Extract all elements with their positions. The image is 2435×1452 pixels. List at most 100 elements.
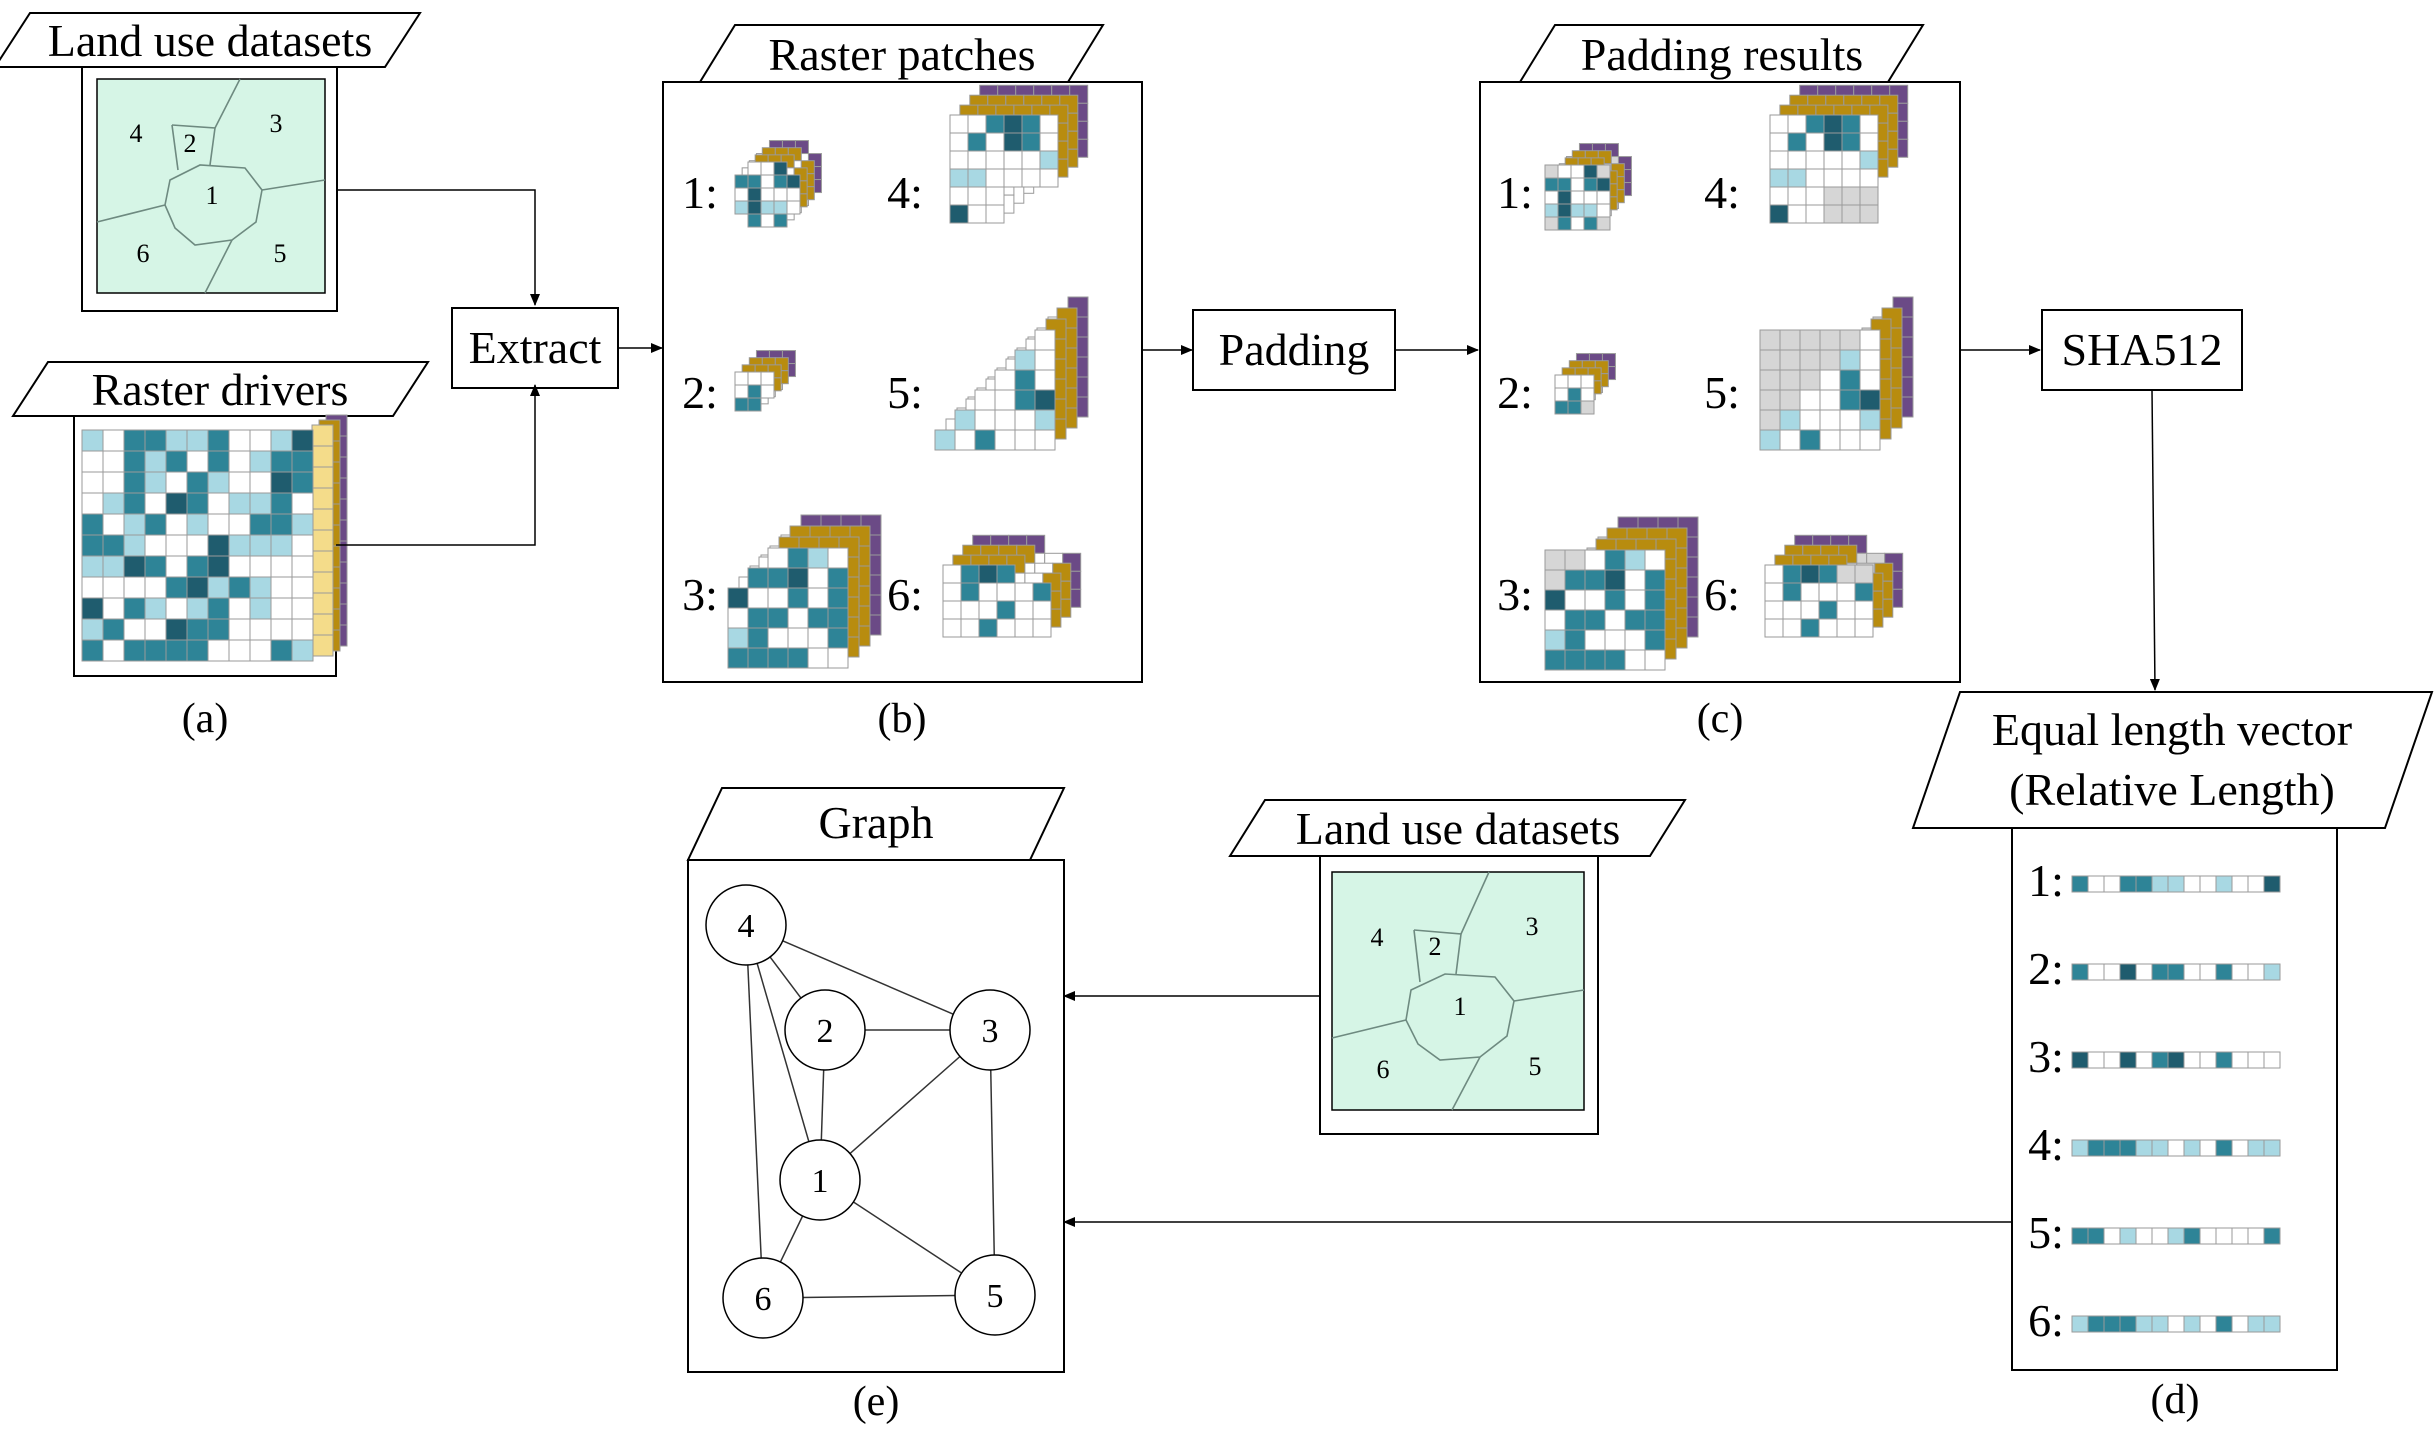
connector-landuse-to-extract (338, 189, 540, 306)
vector-cell (2151, 1139, 2169, 1157)
driver-edge-cell (311, 445, 334, 468)
raster-cell (1584, 589, 1606, 611)
driver-cell (165, 492, 188, 515)
raster-patch (734, 350, 796, 412)
raster-cell (1544, 549, 1566, 571)
raster-cell (1782, 618, 1802, 638)
raster-cell (994, 369, 1016, 391)
raster-cell (949, 150, 969, 170)
graph-node-label-5: 5 (987, 1278, 1004, 1315)
vector-cell (2071, 1139, 2089, 1157)
raster-cell (1039, 168, 1059, 188)
raster-cell (1570, 203, 1585, 218)
driver-cell (165, 450, 188, 473)
driver-cell (270, 576, 293, 599)
vector-cell (2215, 1227, 2233, 1245)
vector-cell (2247, 1227, 2265, 1245)
raster-cell (787, 607, 809, 629)
raster-cell (954, 429, 976, 451)
raster-cell (1759, 389, 1781, 411)
patch-label-2: 2: (682, 367, 718, 418)
vector-cell (2231, 1227, 2249, 1245)
raster-cell (767, 647, 789, 669)
raster-cell (1580, 374, 1595, 389)
driver-cell (270, 618, 293, 641)
vector-cell (2151, 1051, 2169, 1069)
raster-cell (760, 384, 775, 399)
driver-cell (81, 513, 104, 536)
vector-cell (2135, 875, 2153, 893)
graph-node-5 (954, 1254, 1036, 1336)
raster-cell (1557, 164, 1572, 179)
raster-patch (949, 84, 1089, 224)
raster-cell (1014, 429, 1036, 451)
vector-cell (2215, 1051, 2233, 1069)
raster-cell (1644, 549, 1666, 571)
caption-b: (b) (878, 696, 927, 742)
raster-cell (767, 607, 789, 629)
raster-cell (1014, 618, 1034, 638)
raster-cell (1544, 216, 1559, 231)
driver-cell (186, 471, 209, 494)
vector-cell (2231, 875, 2249, 893)
raster-cell (747, 607, 769, 629)
driver-cell (102, 492, 125, 515)
raster-cell (1823, 168, 1843, 188)
raster-cell (1782, 564, 1802, 584)
driver-cell (144, 471, 167, 494)
driver-cell (228, 576, 251, 599)
vector-cell (2087, 1139, 2105, 1157)
driver-edge-cell (311, 634, 334, 657)
raster-cell (773, 213, 788, 228)
driver-cell (165, 429, 188, 452)
vector-label-5: 5: (2028, 1207, 2064, 1258)
raster-cell (1859, 150, 1879, 170)
raster-cell (1759, 369, 1781, 391)
raster-cell (1003, 150, 1023, 170)
driver-cell (207, 639, 230, 662)
raster-cell (1799, 389, 1821, 411)
raster-cell (994, 389, 1016, 411)
graph-edge-3-5 (989, 1029, 996, 1296)
vector-cell (2183, 1139, 2201, 1157)
raster-cell (974, 429, 996, 451)
raster-cell (1769, 204, 1789, 224)
raster-cell (747, 187, 762, 202)
vector-cell (2247, 963, 2265, 981)
padding-label: Padding (1219, 324, 1370, 375)
driver-cell (186, 492, 209, 515)
raster-cell (1014, 349, 1036, 371)
driver-edge-cell (311, 571, 334, 594)
vector-cell (2247, 875, 2265, 893)
driver-cell (81, 534, 104, 557)
raster-cell (1787, 114, 1807, 134)
raster-cell (767, 587, 789, 609)
raster-cell (747, 213, 762, 228)
raster-cell (1787, 132, 1807, 152)
raster-cell (1544, 190, 1559, 205)
raster-patch (1769, 84, 1909, 224)
vector-cell (2071, 1227, 2089, 1245)
padded-label-6: 6: (1704, 569, 1740, 620)
raster-cell (1644, 649, 1666, 671)
raster-cell (960, 582, 980, 602)
driver-edge-cell (311, 508, 334, 531)
driver-cell (186, 618, 209, 641)
vector-cell (2119, 1315, 2137, 1333)
driver-cell (144, 492, 167, 515)
driver-cell (144, 597, 167, 620)
patch-label-3: 3: (682, 569, 718, 620)
vector-cell (2103, 1227, 2121, 1245)
raster-cell (1567, 400, 1582, 415)
region2-label-2: 2 (1429, 932, 1442, 961)
raster-cell (1584, 629, 1606, 651)
driver-cell (102, 471, 125, 494)
driver-edge-cell (311, 592, 334, 615)
raster-cell (1604, 549, 1626, 571)
vector-cell (2263, 875, 2281, 893)
raster-cell (760, 371, 775, 386)
raster-cell (807, 567, 829, 589)
driver-cell (228, 534, 251, 557)
driver-cell (249, 576, 272, 599)
raster-cell (1839, 409, 1861, 431)
